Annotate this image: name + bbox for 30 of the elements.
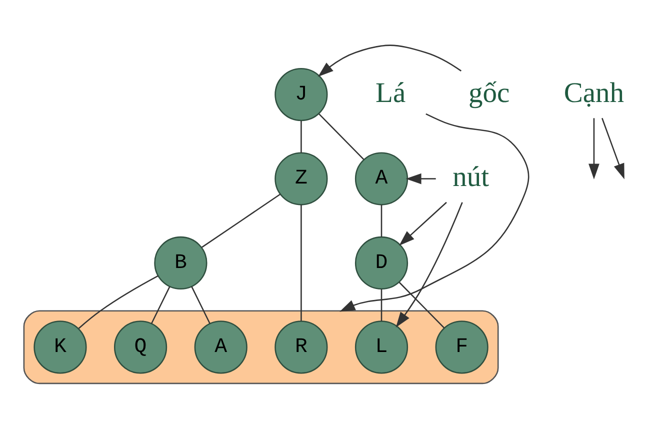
- node-text: Cạnh: [564, 78, 624, 109]
- arrow: [399, 202, 447, 246]
- node-circle: K: [34, 320, 87, 374]
- node-circle: A: [194, 320, 248, 374]
- connector: [300, 204, 302, 321]
- connector: [78, 275, 158, 329]
- node-text: Lá: [376, 78, 406, 109]
- connector: [380, 289, 382, 322]
- node-circle: B: [154, 236, 208, 290]
- node-circle: L: [354, 320, 408, 374]
- arrow: [602, 118, 624, 180]
- arrow: [406, 173, 436, 184]
- connector: [318, 114, 364, 160]
- node-circle: D: [354, 236, 408, 290]
- arrow: [340, 113, 530, 312]
- connector: [300, 120, 302, 153]
- node-circle: R: [274, 320, 328, 374]
- connector: [202, 194, 281, 248]
- arrow: [318, 44, 462, 77]
- node-circle: A: [354, 152, 408, 206]
- node-text: gốc: [468, 78, 510, 109]
- arrow: [396, 202, 463, 328]
- node-text: nút: [452, 162, 490, 194]
- connector: [380, 204, 382, 237]
- node-circle: F: [435, 320, 488, 374]
- node-circle: Q: [114, 320, 168, 374]
- node-circle: Z: [274, 152, 328, 206]
- connector: [398, 282, 445, 328]
- arrow: [588, 118, 600, 180]
- node-circle: J: [274, 68, 328, 122]
